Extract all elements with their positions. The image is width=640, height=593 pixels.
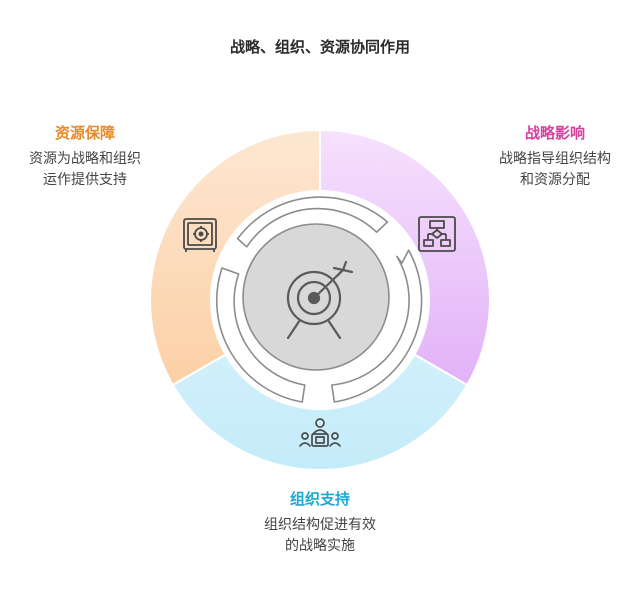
strategy-title: 战略影响 bbox=[524, 124, 585, 142]
strategy-label-block: 战略影响 战略指导组织结构 和资源分配 bbox=[480, 122, 630, 191]
strategy-description: 战略指导组织结构 和资源分配 bbox=[480, 149, 630, 191]
diagram-title: 战略、组织、资源协同作用 bbox=[229, 38, 410, 56]
resources-label-block: 资源保障 资源为战略和组织 运作提供支持 bbox=[10, 122, 160, 191]
organization-label-block: 组织支持 组织结构促进有效 的战略实施 bbox=[240, 488, 400, 557]
resources-description: 资源为战略和组织 运作提供支持 bbox=[10, 149, 160, 191]
inner-arc-top bbox=[236, 196, 389, 248]
resources-desc-line-1: 资源为战略和组织 bbox=[29, 151, 141, 167]
organization-description: 组织结构促进有效 的战略实施 bbox=[240, 515, 400, 557]
organization-title: 组织支持 bbox=[289, 490, 350, 508]
inner-arrow-arcs bbox=[215, 196, 423, 403]
resources-title: 资源保障 bbox=[54, 124, 115, 142]
strategy-desc-line-2: 和资源分配 bbox=[520, 172, 590, 188]
inner-arc-right bbox=[331, 249, 423, 403]
organization-desc-line-1: 组织结构促进有效 bbox=[264, 517, 376, 533]
organization-desc-line-2: 的战略实施 bbox=[285, 538, 355, 554]
resources-desc-line-2: 运作提供支持 bbox=[43, 172, 127, 188]
safe-icon bbox=[183, 218, 217, 252]
strategy-desc-line-1: 战略指导组织结构 bbox=[499, 151, 611, 167]
flowchart-icon bbox=[418, 216, 456, 252]
meeting-icon bbox=[299, 418, 341, 447]
target-arrow-icon bbox=[286, 260, 354, 340]
inner-arc-left bbox=[215, 267, 306, 403]
